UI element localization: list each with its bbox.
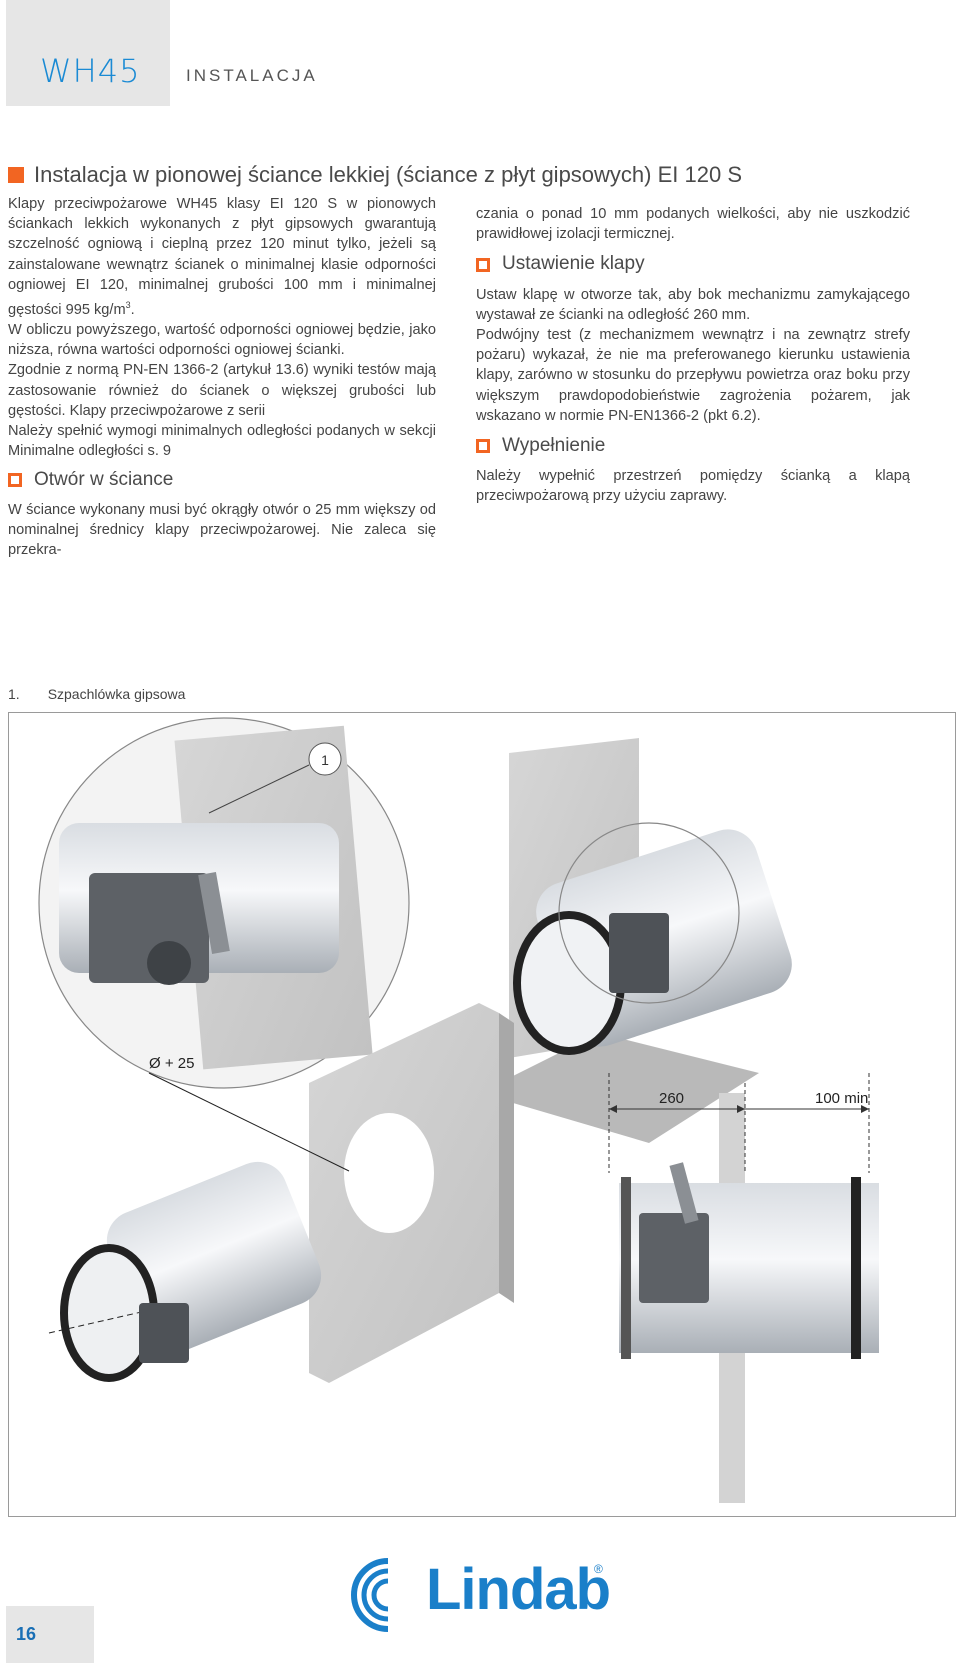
paragraph: Należy spełnić wymogi minimalnych odległ… — [8, 423, 436, 460]
dim-hole-label: Ø + 25 — [149, 1055, 194, 1072]
page-number: 16 — [16, 1624, 37, 1644]
page-title-text: Instalacja w pionowej ściance lekkiej (ś… — [34, 162, 742, 187]
paragraph: Podwójny test (z mechanizmem wewnątrz i … — [476, 327, 910, 424]
page-title: Instalacja w pionowej ściance lekkiej (ś… — [8, 162, 742, 188]
paragraph: Klapy przeciwpożarowe WH45 klasy EI 120 … — [8, 196, 436, 318]
section-label: INSTALACJA — [186, 66, 318, 85]
wall-with-damper-top — [479, 738, 792, 1143]
header-tab — [6, 0, 170, 106]
subheading-hole: Otwór w ściance — [8, 469, 436, 490]
left-column: Klapy przeciwpożarowe WH45 klasy EI 120 … — [8, 194, 436, 560]
callout-label: 1 — [321, 752, 329, 768]
logo-wordmark: Lindab — [426, 1557, 611, 1622]
subheading-fill: Wypełnienie — [476, 435, 910, 456]
subheading-position: Ustawienie klapy — [476, 254, 910, 274]
wall-with-hole — [48, 1003, 514, 1383]
paragraph: W ściance wykonany musi być okrągły otwó… — [8, 501, 436, 559]
paragraph: Należy wypełnić przestrzeń pomiędzy ścia… — [476, 468, 910, 505]
illustration-svg: 1 Ø + 25 — [38, 717, 879, 1503]
orange-square-icon — [8, 167, 24, 183]
paragraph: Zgodnie z normą PN-EN 1366-2 (artykuł 13… — [8, 362, 436, 419]
paragraph: czania o ponad 10 mm podanych wielkości,… — [476, 206, 910, 243]
dim-100-label: 100 min — [815, 1090, 868, 1107]
callout-1: 1 — [208, 742, 342, 814]
lindab-logo: Lindab ® — [350, 1552, 611, 1640]
paragraph: W obliczu powyższego, wartość odporności… — [8, 322, 436, 359]
installation-illustration: 1 Ø + 25 — [8, 712, 956, 1517]
orange-box-icon — [8, 472, 22, 487]
detail-circle — [38, 717, 410, 1089]
orange-box-icon — [476, 439, 490, 454]
paragraph: Ustaw klapę w otworze tak, aby bok mecha… — [476, 286, 910, 323]
right-column: czania o ponad 10 mm podanych wielkości,… — [476, 204, 910, 507]
lindab-logo-icon — [351, 1552, 428, 1638]
orange-box-icon — [476, 257, 490, 272]
side-view-damper — [608, 1073, 879, 1503]
dim-260-label: 260 — [659, 1090, 684, 1107]
product-name: WH45 — [40, 52, 141, 90]
page-number-box — [6, 1606, 94, 1663]
figure-caption: 1.Szpachlówka gipsowa — [8, 686, 186, 702]
registered-mark: ® — [594, 1562, 603, 1576]
